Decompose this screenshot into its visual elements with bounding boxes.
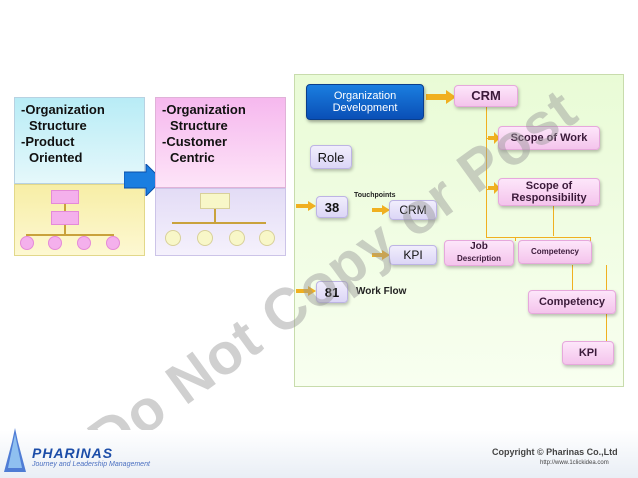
role-label: Role [317,149,345,165]
touchpoints-label: Touchpoints [354,192,396,199]
kpi-mid-label: KPI [403,248,423,262]
transition-arrow-icon [124,164,163,196]
mini-org-node [48,236,62,250]
scope-of-responsibility-box: Scope of Responsibility [498,178,600,206]
job-description-box: Job Description [444,240,514,266]
kpi-bottom-box: KPI [562,341,614,365]
mini-org-connector [26,234,114,236]
role-box: Role [310,145,352,169]
mini-org-node [77,236,91,250]
crm-mid-box: CRM [389,200,437,220]
connector-line [572,265,573,290]
arrow-right-icon [426,90,456,104]
number-81-label: 81 [324,284,340,300]
kpi-mid-box: KPI [389,245,437,265]
connector-line [553,200,554,236]
scope-resp-line1: Scope of [525,180,573,192]
org-dev-line2: Development [332,102,398,114]
mini-org-connector [172,222,266,224]
mini-org-box [51,211,79,225]
arrow-right-icon [488,132,500,144]
mini-org-node [106,236,120,250]
panel1-line2: Structure [29,118,87,133]
arrow-right-icon [296,286,316,296]
pharinas-logo-icon [4,428,26,472]
scope-of-work-label: Scope of Work [510,132,588,144]
crm-top-box: CRM [454,85,518,107]
copyright-text: Copyright © Pharinas Co.,Ltd [492,447,618,457]
mini-org-node [229,230,245,246]
connector-line [486,107,487,238]
competency-large-label: Competency [538,296,606,308]
panel1-line3: -Product [21,134,75,149]
mini-org-connector [64,225,66,235]
arrow-right-icon [372,250,390,260]
arrow-right-icon [488,182,500,194]
connector-line [486,237,590,238]
number-81-box: 81 [316,281,348,303]
panel2-line2: Structure [170,118,228,133]
product-oriented-panel: -Organization Structure -Product Oriente… [14,97,145,184]
arrow-right-icon [296,201,316,211]
brand-name: PHARINAS [32,445,114,461]
panel2-line1: -Organization [162,102,246,117]
mini-org-box [200,193,230,209]
mini-org-node [197,230,213,246]
kpi-bottom-label: KPI [578,347,598,359]
customer-centric-panel: -Organization Structure -Customer Centri… [155,97,286,188]
competency-large-box: Competency [528,290,616,314]
footer [0,430,638,478]
job-desc-line1: Job [470,241,488,252]
panel1-line1: -Organization [21,102,105,117]
job-desc-line2: Description [456,254,501,263]
org-dev-line1: Organization [333,90,397,102]
mini-org-box [51,190,79,204]
panel2-line4: Centric [170,150,215,165]
connector-line [515,237,516,241]
mini-org-node [165,230,181,246]
website-url: http://www.1clickidea.com [540,460,609,466]
arrow-right-icon [372,205,390,215]
number-38-box: 38 [316,196,348,218]
competency-small-box: Competency [518,240,592,264]
work-flow-label: Work Flow [356,286,407,297]
mini-org-connector [64,204,66,211]
mini-org-connector [214,209,216,223]
mini-org-node [259,230,275,246]
organization-development-box: Organization Development [306,84,424,120]
scope-of-work-box: Scope of Work [498,126,600,150]
panel2-line3: -Customer [162,134,228,149]
scope-resp-line2: Responsibility [511,192,587,204]
mini-org-node [20,236,34,250]
number-38-label: 38 [324,199,340,215]
crm-mid-label: CRM [399,203,427,217]
crm-top-label: CRM [471,88,501,103]
brand-tagline: Journey and Leadership Management [32,461,150,468]
panel1-line4: Oriented [29,150,83,165]
competency-small-label: Competency [530,247,579,256]
